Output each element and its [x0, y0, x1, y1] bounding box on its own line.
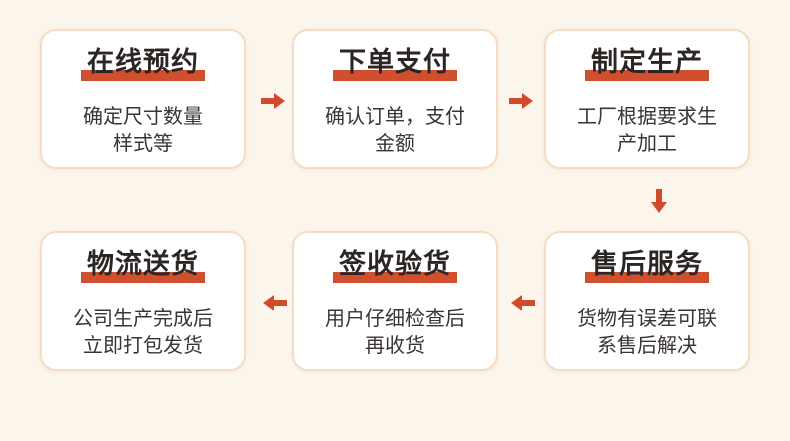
step-title: 物流送货	[81, 247, 205, 283]
step-card-logistics-delivery: 物流送货 公司生产完成后 立即打包发货	[40, 231, 246, 371]
step-title: 签收验货	[333, 247, 457, 283]
step-card-after-sales: 售后服务 货物有误差可联 系售后解决	[544, 231, 750, 371]
arrow-left-icon	[511, 295, 535, 311]
step-card-receipt-inspection: 签收验货 用户仔细检查后 再收货	[292, 231, 498, 371]
arrow-right-icon	[261, 93, 285, 109]
step-description: 确定尺寸数量 样式等	[83, 104, 203, 155]
arrow-right-icon	[509, 93, 533, 109]
step-card-online-booking: 在线预约 确定尺寸数量 样式等	[40, 29, 246, 169]
step-card-production: 制定生产 工厂根据要求生 产加工	[544, 29, 750, 169]
step-description: 用户仔细检查后 再收货	[325, 306, 465, 357]
arrow-left-icon	[263, 295, 287, 311]
arrow-down-icon	[651, 189, 667, 213]
step-title: 制定生产	[585, 45, 709, 81]
step-description: 确认订单，支付 金额	[325, 104, 465, 155]
step-description: 公司生产完成后 立即打包发货	[73, 306, 213, 357]
step-card-order-payment: 下单支付 确认订单，支付 金额	[292, 29, 498, 169]
step-title: 售后服务	[585, 247, 709, 283]
step-title: 在线预约	[81, 45, 205, 81]
step-description: 工厂根据要求生 产加工	[577, 104, 717, 155]
step-title: 下单支付	[333, 45, 457, 81]
step-description: 货物有误差可联 系售后解决	[577, 306, 717, 357]
